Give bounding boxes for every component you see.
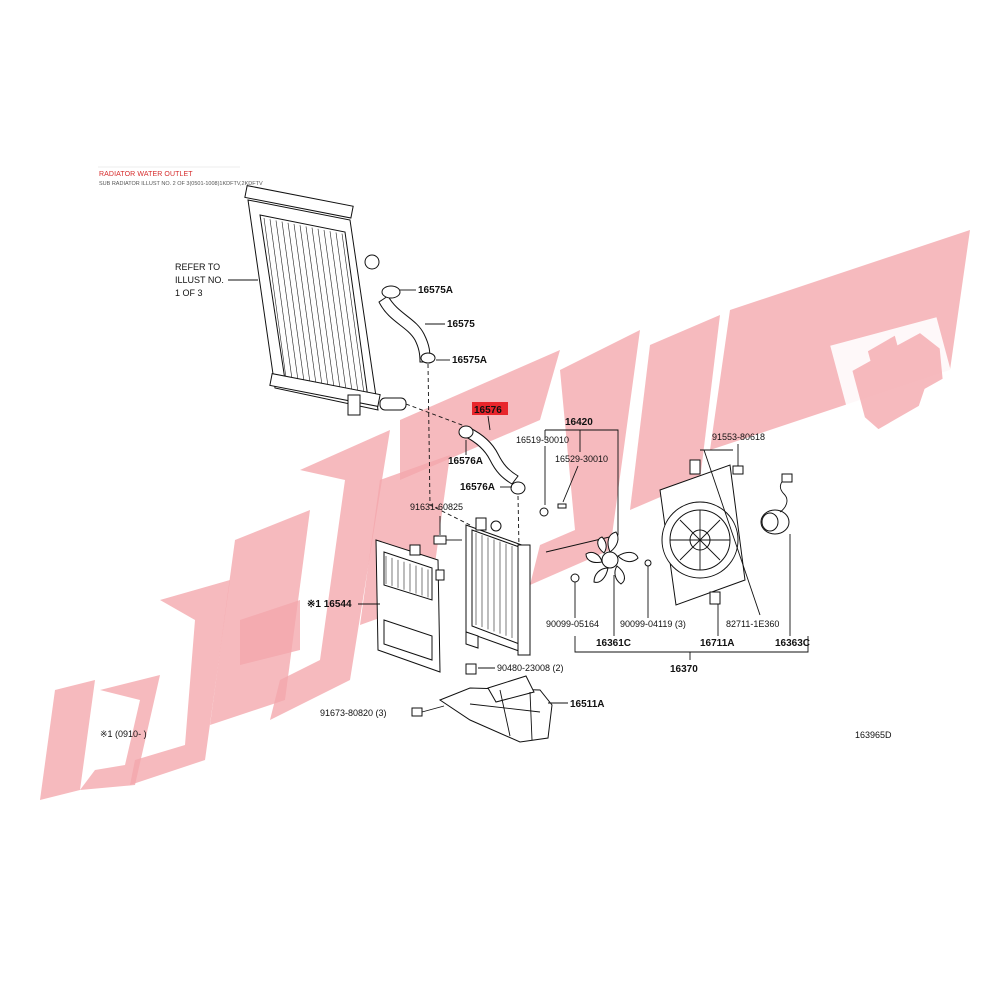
label-16575: 16575 (447, 319, 475, 330)
radiator-shroud-16544 (375, 539, 445, 673)
label-16370: 16370 (670, 664, 698, 675)
refer-note-line-2: ILLUST NO. (175, 275, 224, 285)
label-90099-04119: 90099-04119 (3) (620, 619, 686, 629)
label-16511A: 16511A (570, 699, 604, 710)
label-16575A-top: 16575A (418, 285, 453, 296)
label-82711: 82711-1E360 (726, 619, 779, 629)
refer-note-line-1: REFER TO (175, 262, 220, 272)
refer-note-line-3: 1 OF 3 (175, 288, 203, 298)
label-16575A-bottom: 16575A (452, 355, 487, 366)
callout-16420: 16420 (544, 417, 619, 553)
label-16363C: 16363C (775, 638, 810, 649)
hose-16576 (458, 425, 526, 495)
label-90099-05164: 90099-05164 (546, 619, 599, 629)
fan-shroud-16711A (659, 459, 746, 606)
hose-16575 (378, 285, 436, 364)
highlight-box-16576 (472, 402, 508, 415)
label-91631: 91631-60825 (410, 502, 463, 512)
label-16711A: 16711A (700, 638, 734, 649)
label-16529: 16529-30010 (555, 454, 608, 464)
fan-blade-16361C (585, 531, 639, 585)
label-91673: 91673-80820 (3) (320, 708, 387, 718)
footnote: ※1 (0910- ) (100, 729, 147, 739)
label-16576A-right: 16576A (460, 482, 495, 493)
main-radiator (244, 185, 407, 416)
fan-motor-16363C (760, 473, 793, 535)
label-16519: 16519-30010 (516, 435, 569, 445)
bracket-16511A (438, 675, 553, 743)
label-16576[interactable]: 16576 (474, 405, 502, 416)
label-16361C: 16361C (596, 638, 631, 649)
label-16576A-left: 16576A (448, 456, 483, 467)
sub-radiator (465, 517, 531, 656)
refer-note: REFER TO ILLUST NO. 1 OF 3 (175, 262, 258, 298)
diagram-code: 163965D (855, 730, 892, 740)
label-91553: 91553-80618 (712, 432, 765, 442)
label-90480: 90480-23008 (2) (497, 663, 564, 673)
diagram-subtitle: SUB RADIATOR ILLUST NO. 2 OF 3(0501-1008… (99, 181, 263, 187)
label-16544: ※1 16544 (307, 599, 352, 610)
diagram-title: RADIATOR WATER OUTLET (99, 171, 193, 178)
svg-text:16420: 16420 (565, 417, 593, 428)
